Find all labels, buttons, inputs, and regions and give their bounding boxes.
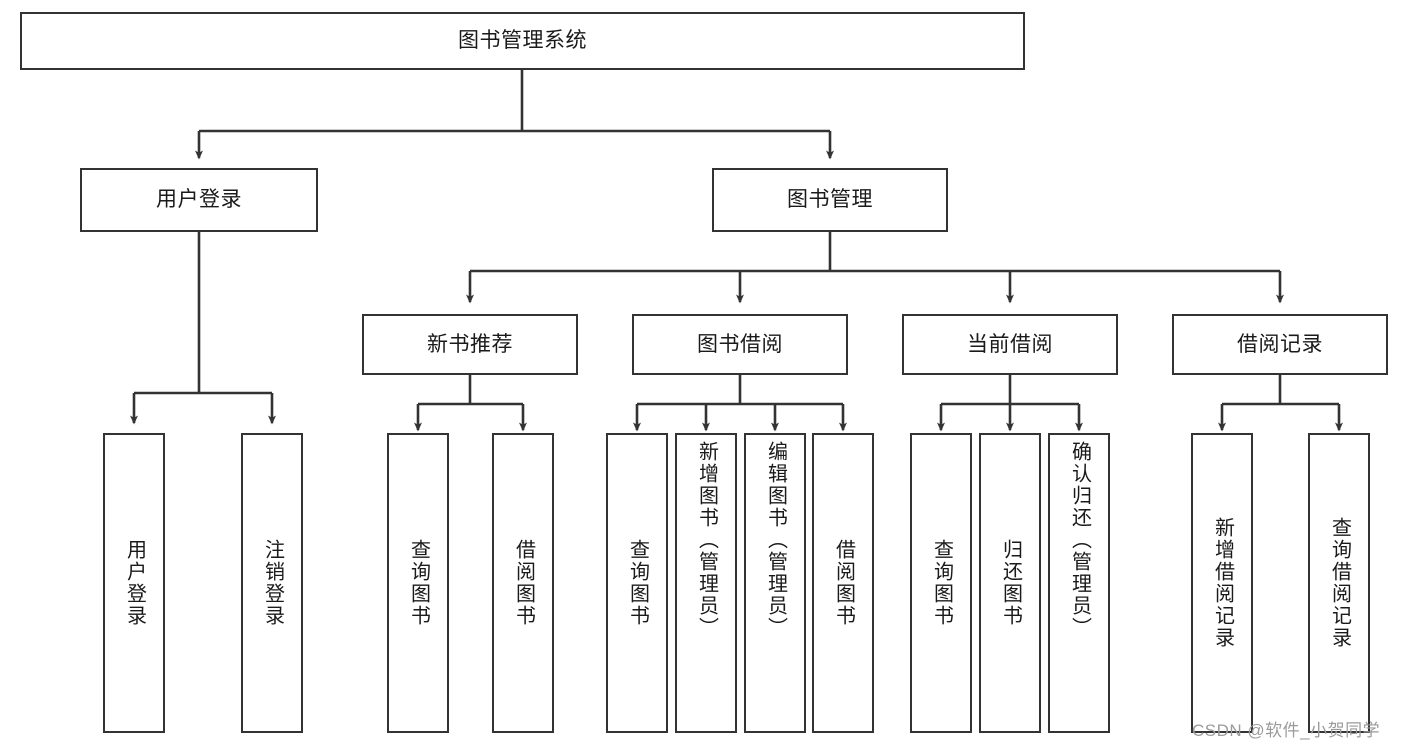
node-label: 编辑图书（管理员） <box>764 441 787 639</box>
leaf-new-book-query-book[interactable]: 查询图书 <box>387 433 449 733</box>
node-label: 新增借阅记录 <box>1211 517 1234 649</box>
leaf-book-borrow-edit-book-admin[interactable]: 编辑图书（管理员） <box>744 433 806 733</box>
node-label: 归还图书 <box>999 539 1022 627</box>
leaf-book-borrow-borrow-book[interactable]: 借阅图书 <box>812 433 874 733</box>
leaf-current-borrow-confirm-return-admin[interactable]: 确认归还（管理员） <box>1048 433 1110 733</box>
node-label: 当前借阅 <box>967 332 1053 356</box>
leaf-user-login-login[interactable]: 用户登录 <box>103 433 165 733</box>
node-label: 查询图书 <box>930 539 953 627</box>
node-user-login[interactable]: 用户登录 <box>80 168 318 232</box>
node-label: 注销登录 <box>261 539 284 627</box>
node-label: 图书管理 <box>787 188 873 212</box>
leaf-current-borrow-return-book[interactable]: 归还图书 <box>979 433 1041 733</box>
leaf-book-borrow-add-book-admin[interactable]: 新增图书（管理员） <box>675 433 737 733</box>
leaf-current-borrow-query-book[interactable]: 查询图书 <box>910 433 972 733</box>
leaf-user-login-logout[interactable]: 注销登录 <box>241 433 303 733</box>
node-borrow-record[interactable]: 借阅记录 <box>1172 314 1388 375</box>
csdn-watermark: CSDN @软件_小贺同学 <box>1192 721 1381 740</box>
node-label: 图书借阅 <box>697 332 783 356</box>
node-label: 借阅图书 <box>512 539 535 627</box>
node-label: 新书推荐 <box>427 332 513 356</box>
leaf-borrow-record-add-record[interactable]: 新增借阅记录 <box>1191 433 1253 733</box>
node-book-management[interactable]: 图书管理 <box>712 168 948 232</box>
node-label: 查询图书 <box>626 539 649 627</box>
leaf-new-book-borrow-book[interactable]: 借阅图书 <box>492 433 554 733</box>
node-label: 确认归还（管理员） <box>1068 441 1091 639</box>
leaf-book-borrow-query-book[interactable]: 查询图书 <box>606 433 668 733</box>
node-label: 借阅图书 <box>832 539 855 627</box>
node-current-borrow[interactable]: 当前借阅 <box>902 314 1118 375</box>
node-new-book-recommend[interactable]: 新书推荐 <box>362 314 578 375</box>
node-label: 用户登录 <box>123 539 146 627</box>
leaf-borrow-record-query-record[interactable]: 查询借阅记录 <box>1308 433 1370 733</box>
node-label: 借阅记录 <box>1237 332 1323 356</box>
node-book-borrow[interactable]: 图书借阅 <box>632 314 848 375</box>
node-root-book-management-system[interactable]: 图书管理系统 <box>20 12 1025 70</box>
node-label: 新增图书（管理员） <box>695 441 718 639</box>
node-label: 图书管理系统 <box>458 29 587 53</box>
node-label: 用户登录 <box>156 188 242 212</box>
node-label: 查询图书 <box>407 539 430 627</box>
node-label: 查询借阅记录 <box>1328 517 1351 649</box>
